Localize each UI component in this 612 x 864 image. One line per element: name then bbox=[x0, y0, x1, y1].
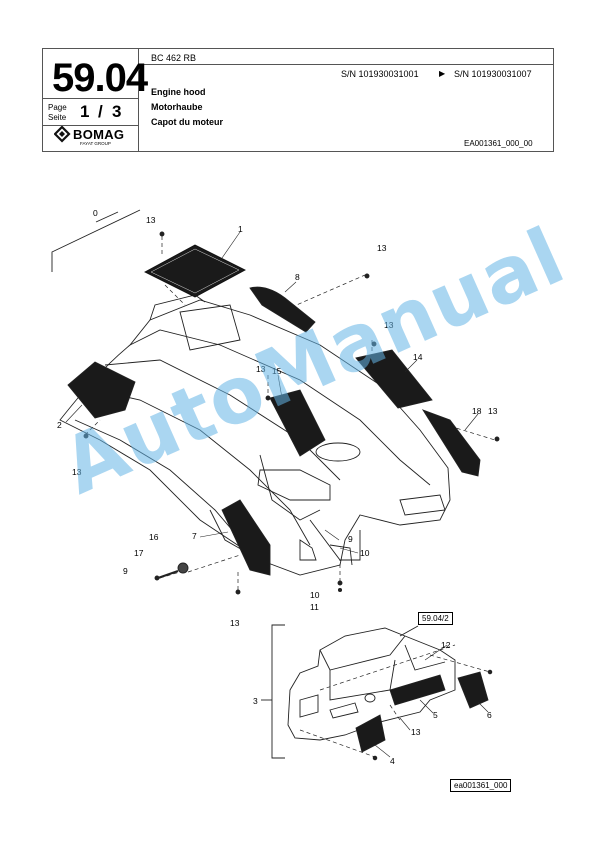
title-block-rule bbox=[138, 64, 554, 65]
figure-code-box: ea001361_000 bbox=[450, 779, 512, 792]
callout-11: 11 bbox=[310, 602, 319, 612]
callout-15: 15 bbox=[272, 366, 282, 376]
callout-17: 17 bbox=[134, 548, 144, 558]
title-block-rule bbox=[42, 125, 138, 126]
section-number: 59.04 bbox=[52, 56, 148, 100]
pad-6 bbox=[457, 671, 489, 709]
pad-15 bbox=[269, 389, 326, 457]
callout-13-dashboard: 13 bbox=[411, 727, 421, 737]
callout-16: 16 bbox=[149, 532, 159, 542]
page-separator: / bbox=[98, 102, 103, 121]
callout-4: 4 bbox=[390, 756, 395, 766]
callout-10-lower: 10 bbox=[310, 590, 320, 600]
callout-0: 0 bbox=[93, 208, 98, 218]
pad-4 bbox=[355, 714, 386, 753]
callout-7: 7 bbox=[192, 531, 197, 541]
callout-13-right-upper: 13 bbox=[377, 243, 387, 253]
serial-to: S/N 101930031007 bbox=[454, 69, 532, 79]
callout-13-center: 13 bbox=[256, 364, 266, 374]
bomag-logo: BOMAG FAYAT GROUP bbox=[53, 125, 134, 148]
doc-code: EA001361_000_00 bbox=[464, 139, 533, 148]
title-block bbox=[42, 48, 554, 152]
callout-12: 12 bbox=[441, 640, 451, 650]
callout-5: 5 bbox=[433, 710, 438, 720]
title-de: Motorhaube bbox=[151, 102, 203, 112]
callout-13-right-mid: 13 bbox=[384, 320, 394, 330]
pad-5 bbox=[389, 674, 446, 706]
pad-14 bbox=[355, 349, 433, 409]
callout-10-hood: 10 bbox=[360, 548, 370, 558]
callout-13-far-right: 13 bbox=[488, 406, 498, 416]
dashboard-console bbox=[287, 627, 456, 741]
model-name: BC 462 RB bbox=[151, 53, 197, 63]
bolt-16 bbox=[177, 562, 189, 574]
pad-18 bbox=[421, 409, 481, 477]
title-block-divider bbox=[138, 48, 139, 152]
callout-3: 3 bbox=[253, 696, 258, 706]
callout-13-bottom: 13 bbox=[230, 618, 240, 628]
brand-subtitle: FAYAT GROUP bbox=[80, 141, 111, 146]
callout-6: 6 bbox=[487, 710, 492, 720]
serial-arrow: ▶ bbox=[439, 69, 446, 78]
title-en: Engine hood bbox=[151, 87, 206, 97]
callout-9-hood: 9 bbox=[348, 534, 353, 544]
cross-reference-label: 59.04/2 bbox=[422, 614, 449, 623]
page-current: 1 bbox=[80, 102, 90, 121]
bomag-diamond-icon bbox=[53, 125, 71, 143]
title-block-rule bbox=[42, 98, 138, 99]
pad-2 bbox=[67, 361, 136, 419]
brand-name: BOMAG bbox=[73, 127, 125, 142]
callout-8: 8 bbox=[295, 272, 300, 282]
pad-1 bbox=[144, 244, 246, 298]
serial-from: S/N 101930031001 bbox=[341, 69, 419, 79]
callout-13-top: 13 bbox=[146, 215, 156, 225]
assembly-bracket bbox=[51, 209, 141, 272]
callout-9-bolt: 9 bbox=[123, 566, 128, 576]
figure-code-label: ea001361_000 bbox=[454, 781, 508, 790]
page-total: 3 bbox=[112, 102, 122, 121]
callout-14: 14 bbox=[413, 352, 423, 362]
callout-13-left: 13 bbox=[72, 467, 82, 477]
title-fr: Capot du moteur bbox=[151, 117, 223, 127]
pad-8 bbox=[249, 286, 316, 333]
page-label-en: Page bbox=[48, 103, 67, 112]
callout-18: 18 bbox=[472, 406, 482, 416]
callout-2: 2 bbox=[57, 420, 62, 430]
page-label-de: Seite bbox=[48, 113, 67, 122]
cross-reference-box: 59.04/2 bbox=[418, 612, 453, 625]
hood-top-opening bbox=[179, 304, 241, 351]
pad-7 bbox=[221, 499, 271, 576]
callout-1: 1 bbox=[238, 224, 243, 234]
